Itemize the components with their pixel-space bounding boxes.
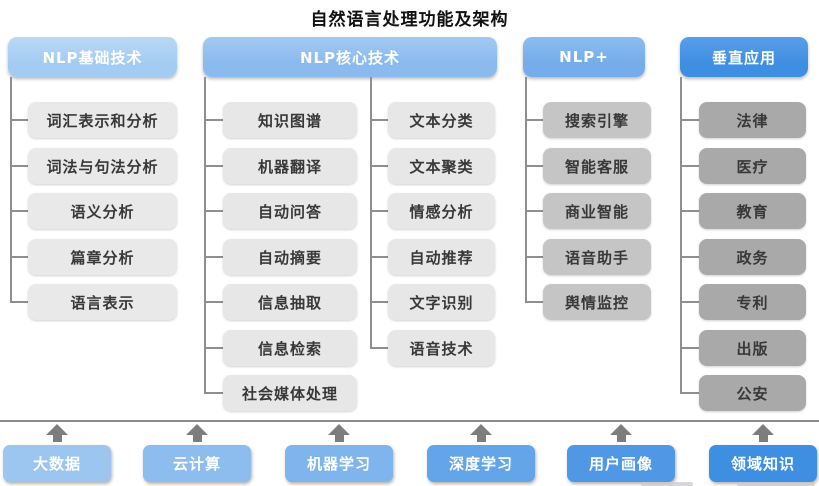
- tree-node-nlp-core: 机器翻译: [223, 148, 357, 184]
- connector-tick: [370, 119, 388, 121]
- foundation-box-5: 用户画像: [567, 445, 675, 482]
- tree-node-nlp-core: 自动推荐: [388, 239, 495, 275]
- tree-node-nlp-core: 情感分析: [388, 193, 495, 229]
- tree-node-vertical-apps: 专利: [699, 284, 806, 320]
- connector-spine: [525, 77, 527, 302]
- foundation-box-6: 领域知识: [709, 445, 817, 482]
- column-header-nlp-plus: NLP+: [523, 37, 645, 77]
- up-arrow-icon: [610, 424, 632, 442]
- connector-tick: [10, 165, 28, 167]
- connector-tick: [525, 119, 543, 121]
- tree-node-vertical-apps: 法律: [699, 102, 806, 138]
- tree-node-nlp-core: 文本分类: [388, 102, 495, 138]
- connector-tick: [204, 392, 223, 394]
- connector-tick: [204, 210, 223, 212]
- tree-node-nlp-core: 社会媒体处理: [223, 375, 357, 411]
- tree-node-nlp-plus: 商业智能: [543, 193, 651, 229]
- up-arrow-icon: [752, 424, 774, 442]
- connector-tick: [525, 210, 543, 212]
- connector-tick: [370, 347, 388, 349]
- watermark-fragment: [737, 482, 815, 486]
- connector-tick: [680, 256, 699, 258]
- tree-node-nlp-core: 自动问答: [223, 193, 357, 229]
- connector-tick: [525, 165, 543, 167]
- connector-tick: [680, 210, 699, 212]
- tree-node-nlp-core: 文本聚类: [388, 148, 495, 184]
- foundation-box-2: 云计算: [143, 445, 251, 482]
- tree-node-nlp-core: 文字识别: [388, 284, 495, 320]
- connector-tick: [680, 119, 699, 121]
- connector-spine: [680, 77, 682, 393]
- column-header-vertical-apps: 垂直应用: [680, 37, 808, 77]
- column-header-nlp-core: NLP核心技术: [203, 37, 497, 77]
- connector-tick: [370, 256, 388, 258]
- connector-tick: [525, 256, 543, 258]
- foundation-box-1: 大数据: [3, 445, 111, 482]
- tree-node-nlp-plus: 语音助手: [543, 239, 651, 275]
- connector-tick: [680, 165, 699, 167]
- tree-node-nlp-core: 自动摘要: [223, 239, 357, 275]
- watermark-fragment: [641, 482, 693, 486]
- tree-node-nlp-core: 信息检索: [223, 330, 357, 366]
- up-arrow-icon: [328, 424, 350, 442]
- connector-tick: [680, 347, 699, 349]
- foundation-box-4: 深度学习: [427, 445, 535, 482]
- connector-spine: [204, 77, 206, 393]
- tree-node-nlp-basic: 词法与句法分析: [28, 148, 177, 184]
- connector-tick: [10, 119, 28, 121]
- tree-node-nlp-basic: 语言表示: [28, 284, 177, 320]
- connector-tick: [370, 210, 388, 212]
- tree-node-vertical-apps: 政务: [699, 239, 806, 275]
- tree-node-vertical-apps: 教育: [699, 193, 806, 229]
- connector-tick: [10, 256, 28, 258]
- connector-spine: [370, 77, 372, 348]
- tree-node-vertical-apps: 医疗: [699, 148, 806, 184]
- foundation-box-3: 机器学习: [285, 445, 393, 482]
- connector-tick: [525, 301, 543, 303]
- connector-tick: [370, 165, 388, 167]
- diagram-title: 自然语言处理功能及架构: [310, 10, 509, 30]
- connector-tick: [204, 347, 223, 349]
- connector-tick: [370, 301, 388, 303]
- tree-node-nlp-core: 知识图谱: [223, 102, 357, 138]
- up-arrow-icon: [470, 424, 492, 442]
- connector-spine: [10, 77, 12, 302]
- column-header-nlp-basic: NLP基础技术: [8, 37, 177, 77]
- tree-node-nlp-core: 语音技术: [388, 330, 495, 366]
- connector-tick: [204, 256, 223, 258]
- tree-node-nlp-basic: 篇章分析: [28, 239, 177, 275]
- tree-node-vertical-apps: 出版: [699, 330, 806, 366]
- tree-node-nlp-plus: 智能客服: [543, 148, 651, 184]
- tree-node-nlp-core: 信息抽取: [223, 284, 357, 320]
- connector-tick: [10, 210, 28, 212]
- connector-tick: [10, 301, 28, 303]
- tree-node-nlp-basic: 词汇表示和分析: [28, 102, 177, 138]
- connector-tick: [204, 165, 223, 167]
- connector-tick: [680, 392, 699, 394]
- connector-tick: [204, 119, 223, 121]
- tree-node-vertical-apps: 公安: [699, 375, 806, 411]
- connector-tick: [680, 301, 699, 303]
- tree-node-nlp-plus: 舆情监控: [543, 284, 651, 320]
- up-arrow-icon: [186, 424, 208, 442]
- up-arrow-icon: [46, 424, 68, 442]
- foundation-divider-line: [0, 420, 819, 422]
- connector-tick: [204, 301, 223, 303]
- tree-node-nlp-basic: 语义分析: [28, 193, 177, 229]
- tree-node-nlp-plus: 搜索引擎: [543, 102, 651, 138]
